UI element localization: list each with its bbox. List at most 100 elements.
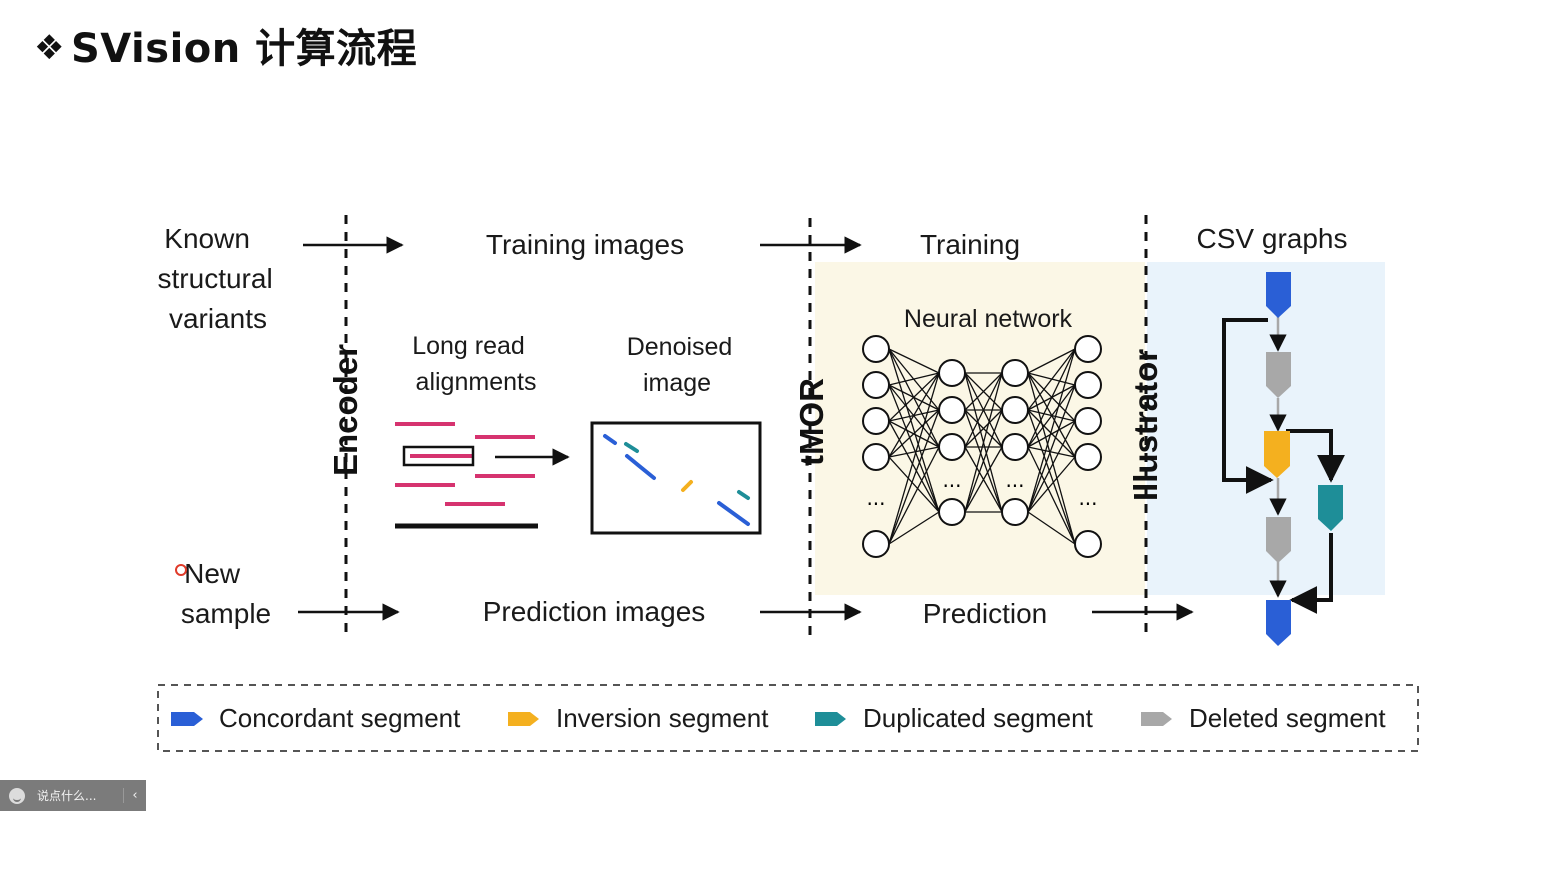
nn-connection xyxy=(1027,420,1076,448)
denoised-image-segments xyxy=(603,434,750,526)
nn-connection xyxy=(1027,348,1076,448)
encoder-label: Encoder xyxy=(327,344,364,476)
selected-read-box xyxy=(402,445,475,467)
nn-connection xyxy=(888,456,940,513)
nn-node xyxy=(1074,335,1102,363)
nn-node xyxy=(862,443,890,471)
long-read-label: Long read alignments xyxy=(412,332,536,396)
nn-connection xyxy=(1027,384,1076,513)
cursor-pointer-dot xyxy=(175,564,187,576)
concordant-legend-icon xyxy=(171,712,203,726)
nn-connection xyxy=(888,511,940,545)
nn-node xyxy=(862,407,890,435)
legend-deleted-label: Deleted segment xyxy=(1189,703,1386,733)
deleted-legend-icon xyxy=(1141,712,1172,726)
page-title: ❖SVision 计算流程 xyxy=(34,16,417,74)
nn-ellipsis-layer-4: ... xyxy=(1078,486,1097,510)
duplicated-node xyxy=(1318,485,1343,531)
nn-node xyxy=(862,530,890,558)
emoji-icon[interactable] xyxy=(9,787,25,804)
nn-connection xyxy=(888,409,940,458)
nn-connection xyxy=(1027,511,1076,545)
nn-connection xyxy=(964,409,1003,513)
nn-connection xyxy=(1027,384,1076,448)
collapse-chevron-icon[interactable]: ‹ xyxy=(123,788,146,803)
training-images-label: Training images xyxy=(486,229,684,260)
nn-connection xyxy=(888,348,940,374)
known-sv-label: Known structural variants xyxy=(158,223,281,334)
nn-connection xyxy=(964,372,1003,513)
nn-connection xyxy=(1027,348,1076,411)
nn-connection xyxy=(1027,372,1076,545)
nn-node xyxy=(1074,407,1102,435)
read-alignments xyxy=(395,422,535,506)
denoised-label: Denoised image xyxy=(627,333,740,397)
legend-duplicated-label: Duplicated segment xyxy=(863,703,1094,733)
nn-node xyxy=(862,335,890,363)
nn-connection xyxy=(964,409,1003,448)
nn-ellipsis-layer-1: ... xyxy=(866,486,885,510)
legend-box xyxy=(157,684,1419,752)
graph-dup-edge xyxy=(1286,429,1345,483)
bullet-icon: ❖ xyxy=(34,28,65,68)
nn-node xyxy=(938,498,966,526)
nn-connection xyxy=(1027,409,1076,545)
nn-node xyxy=(1001,359,1029,387)
nn-connection xyxy=(888,372,940,458)
graph-return-edge xyxy=(1289,533,1333,614)
graph-skip-edge xyxy=(1222,318,1274,494)
nn-node xyxy=(1074,530,1102,558)
training-label: Training xyxy=(920,229,1020,260)
legend-concordant-label: Concordant segment xyxy=(219,703,461,733)
deleted-node-2 xyxy=(1266,517,1291,563)
nn-node xyxy=(938,396,966,424)
nn-connection xyxy=(888,372,940,422)
deleted-node-1 xyxy=(1266,352,1291,398)
nn-connection xyxy=(1027,446,1076,458)
duplicated-legend-icon xyxy=(815,712,846,726)
nn-connection xyxy=(888,372,940,386)
tmor-label: tMOR xyxy=(793,378,830,466)
nn-node xyxy=(862,371,890,399)
inversion-node xyxy=(1264,431,1290,478)
nn-ellipsis-layer-2: ... xyxy=(942,468,961,492)
nn-node xyxy=(938,359,966,387)
chat-input-bar[interactable]: 说点什么... ‹ xyxy=(0,780,146,811)
illustrator-label: Illustrator xyxy=(1127,349,1164,501)
csv-graph xyxy=(1222,272,1345,646)
nn-connection xyxy=(1027,420,1076,513)
nn-connection xyxy=(964,372,1003,448)
nn-node xyxy=(1074,443,1102,471)
prediction-images-label: Prediction images xyxy=(483,596,706,627)
nn-node xyxy=(1001,396,1029,424)
nn-node xyxy=(938,433,966,461)
nn-node xyxy=(1001,498,1029,526)
nn-connection xyxy=(1027,456,1076,513)
nn-connection xyxy=(888,446,940,458)
nn-connection xyxy=(964,446,1003,513)
inversion-legend-icon xyxy=(508,712,539,726)
nn-connection xyxy=(888,409,940,545)
page-title-text: SVision 计算流程 xyxy=(70,26,418,72)
new-sample-label: New sample xyxy=(181,558,271,629)
nn-node xyxy=(1074,371,1102,399)
legend-inversion-label: Inversion segment xyxy=(556,703,769,733)
nn-connection xyxy=(888,446,940,545)
neural-network-label: Neural network xyxy=(904,305,1073,333)
nn-connection xyxy=(888,420,940,513)
nn-ellipsis-layer-3: ... xyxy=(1005,468,1024,492)
neural-network xyxy=(862,335,1102,558)
concordant-node-bottom xyxy=(1266,600,1291,646)
nn-connection xyxy=(888,348,940,513)
concordant-node-top xyxy=(1266,272,1291,318)
nn-connection xyxy=(888,372,940,545)
prediction-label: Prediction xyxy=(923,598,1048,629)
nn-connection xyxy=(1027,348,1076,513)
nn-connection xyxy=(1027,446,1076,545)
nn-node xyxy=(1001,433,1029,461)
nn-connection xyxy=(888,384,940,513)
chat-placeholder[interactable]: 说点什么... xyxy=(37,789,97,803)
nn-connection xyxy=(1027,348,1076,374)
csv-graphs-label: CSV graphs xyxy=(1197,223,1348,254)
